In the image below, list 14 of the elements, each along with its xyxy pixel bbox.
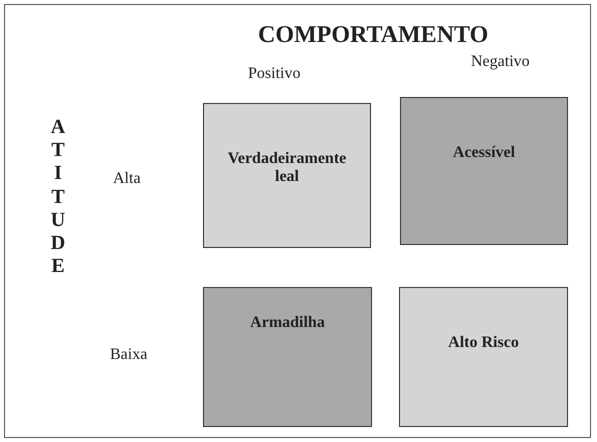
row-axis-label: ATITUDE: [50, 116, 66, 278]
row-header: Baixa: [110, 346, 148, 364]
quadrant-box: [400, 97, 568, 245]
quadrant-box: [399, 287, 568, 427]
column-header: Negativo: [471, 53, 530, 71]
chart-title: COMPORTAMENTO: [258, 22, 488, 49]
quadrant-box: [203, 103, 371, 248]
row-header: Alta: [113, 170, 141, 188]
quadrant-label: Armadilha: [249, 314, 326, 332]
quadrant-label: Alto Risco: [447, 334, 520, 352]
quadrant-label: Verdadeiramente leal: [226, 150, 348, 186]
quadrant-box: [203, 287, 372, 427]
column-header: Positivo: [248, 65, 300, 83]
quadrant-label: Acessível: [452, 144, 516, 162]
